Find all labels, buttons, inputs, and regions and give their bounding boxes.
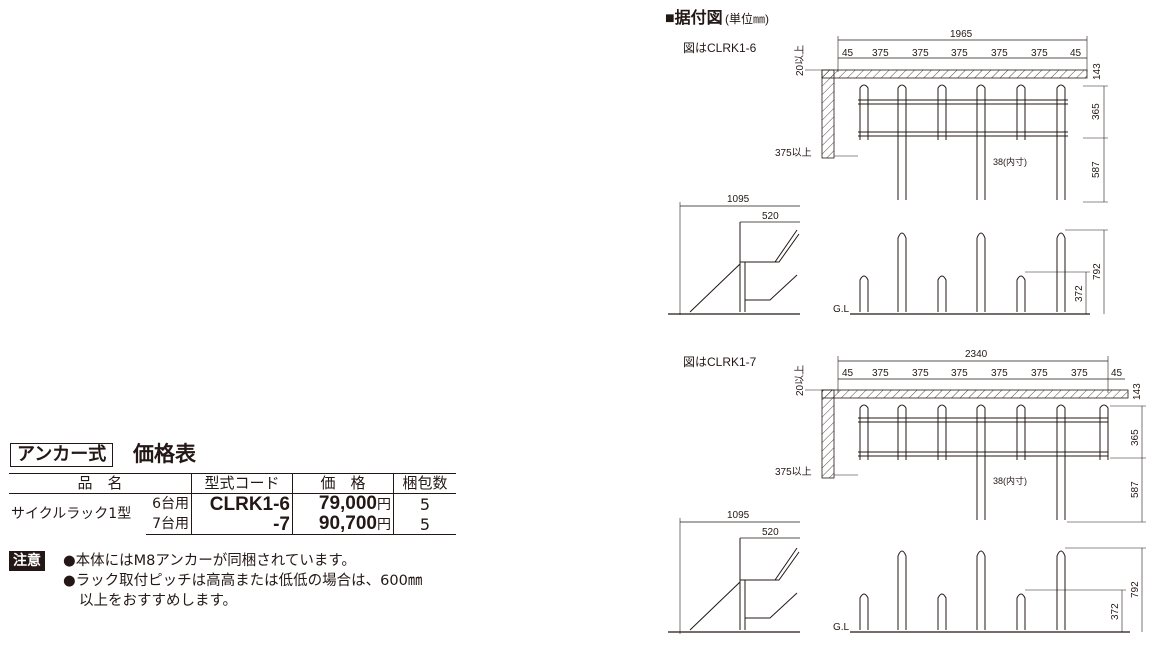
- dim-inner-width: 38(内寸): [993, 156, 1027, 167]
- dim-wall-gap: 20以上: [794, 45, 806, 76]
- dim-pitch7-4: 375: [991, 368, 1008, 379]
- header-pack-qty: 梱包数: [393, 473, 456, 494]
- caption-clrk1-6: 図はCLRK1-6: [683, 41, 757, 55]
- diagram-title: ■据付図: [665, 8, 723, 27]
- caption-clrk1-7: 図はCLRK1-7: [683, 355, 757, 369]
- dim-lower-height: 587: [1091, 161, 1102, 178]
- dim-pitch-1: 375: [872, 48, 889, 59]
- dim-clearance-7: 375以上: [775, 466, 812, 478]
- dim-pitch-3: 375: [951, 48, 968, 59]
- pack-qty: 5: [393, 493, 456, 514]
- header-product-name: 品 名: [9, 473, 192, 494]
- dim-bar-height-7: 365: [1130, 429, 1141, 446]
- pack-qty: 5: [393, 514, 456, 535]
- dim-edge-right: 45: [1070, 48, 1082, 59]
- dim-side-top: 520: [762, 211, 779, 222]
- price-value: 90,700円: [292, 514, 394, 535]
- dim-pitch-2: 375: [912, 48, 929, 59]
- dim-edge-left: 45: [842, 48, 854, 59]
- diagram-unit: (単位㎜): [725, 11, 769, 26]
- dim-pitch-4: 375: [991, 48, 1008, 59]
- variant-label: 6台用: [152, 495, 189, 512]
- dim-bar-height: 365: [1091, 103, 1102, 120]
- note-line-1: ●本体にはM8アンカーが同梱されています。: [63, 553, 356, 569]
- dim-total-height-7: 792: [1130, 581, 1141, 598]
- model-code: -7: [191, 514, 293, 535]
- dim-total-width: 1965: [950, 29, 973, 40]
- dim-pitch7-1: 375: [872, 368, 889, 379]
- table-row: サイクルラック1型 6台用 CLRK1-6 79,000円 5: [9, 493, 456, 522]
- table-row: 7台用 -7 90,700円 5: [9, 514, 456, 535]
- product-name: サイクルラック1型: [11, 505, 132, 522]
- variant-label: 7台用: [145, 514, 192, 535]
- dim-side-depth-7: 1095: [727, 510, 750, 521]
- dim-side-top-7: 520: [762, 527, 779, 538]
- dim-low-height-7: 372: [1110, 603, 1121, 620]
- table-header-row: 品 名 型式コード 価 格 梱包数: [9, 473, 456, 494]
- caution-badge: 注意: [9, 551, 45, 571]
- ground-label: G.L: [833, 304, 850, 315]
- dim-total-width-7: 2340: [965, 349, 988, 360]
- dim-pitch7-6: 375: [1071, 368, 1088, 379]
- header-model-code: 型式コード: [191, 473, 293, 494]
- dim-wall-thickness: 143: [1092, 63, 1103, 80]
- price-value: 79,000円: [292, 493, 394, 514]
- dim-pitch-5: 375: [1031, 48, 1048, 59]
- dim-wall-thickness-7: 143: [1132, 383, 1143, 400]
- dim-pitch7-3: 375: [951, 368, 968, 379]
- dim-side-depth: 1095: [727, 194, 750, 205]
- model-code: CLRK1-6: [191, 493, 293, 514]
- dim-pitch7-5: 375: [1031, 368, 1048, 379]
- price-table: 品 名 型式コード 価 格 梱包数 サイクルラック1型 6台用 CLRK1-6 …: [9, 473, 456, 535]
- note-line-3: 以上をおすすめします。: [79, 593, 238, 609]
- diagram-clrk1-7: 図はCLRK1-7 2340 45 375 375 375 375 375 37…: [668, 349, 1146, 634]
- dim-lower-height-7: 587: [1130, 481, 1141, 498]
- dim-clearance: 375以上: [775, 147, 812, 159]
- dim-total-height: 792: [1092, 263, 1103, 280]
- price-table-title: 価格表: [133, 442, 196, 466]
- note-line-2: ●ラック取付ピッチは高高または低低の場合は、600㎜: [63, 573, 423, 589]
- dim-pitch7-2: 375: [912, 368, 929, 379]
- dim-inner-width-7: 38(内寸): [993, 475, 1027, 486]
- dim-edge-right-7: 45: [1111, 368, 1123, 379]
- anchor-type-badge: アンカー式: [10, 443, 114, 467]
- dim-edge-left-7: 45: [842, 368, 854, 379]
- dim-wall-gap-7: 20以上: [794, 365, 806, 396]
- dim-low-height: 372: [1074, 285, 1085, 302]
- header-price: 価 格: [292, 473, 394, 494]
- ground-label-7: G.L: [833, 622, 850, 633]
- diagram-clrk1-6: 図はCLRK1-6 1965 45 375 375 375 375 375 45…: [668, 29, 1108, 315]
